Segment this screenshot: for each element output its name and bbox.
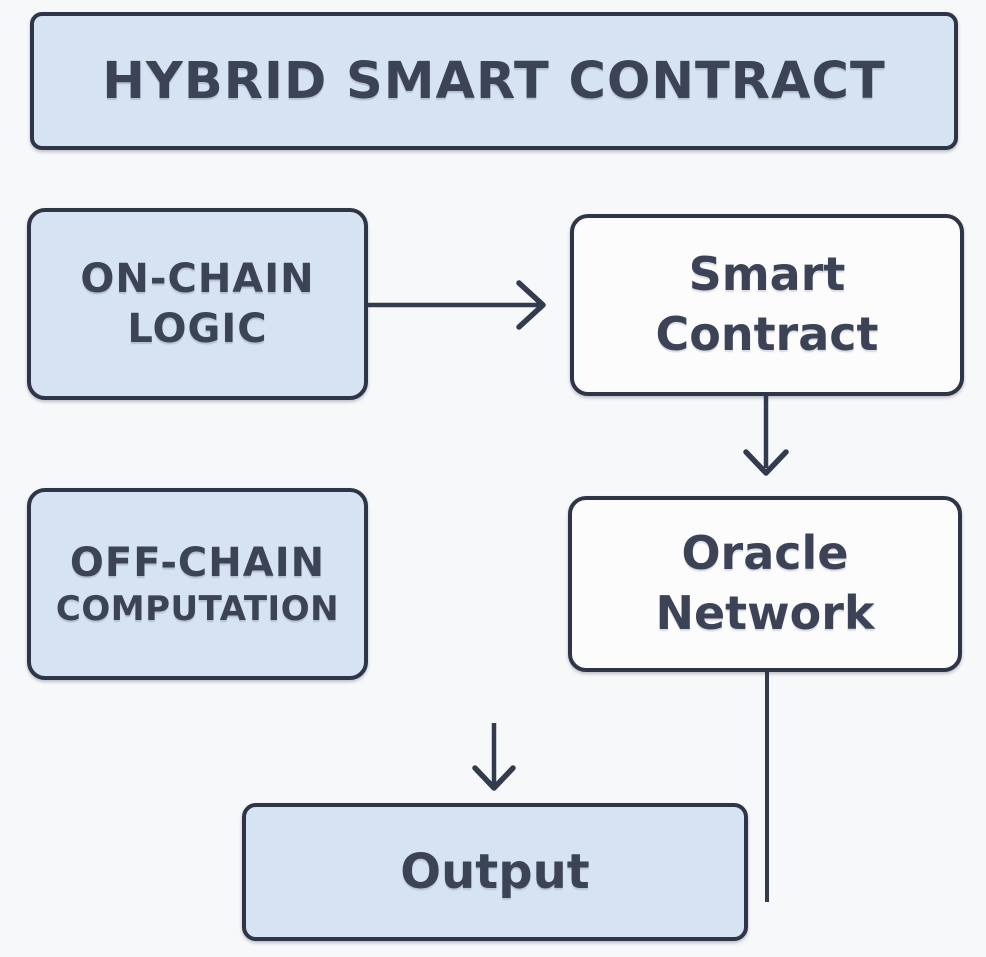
node-label: ON-CHAIN [80,256,315,302]
title-box: HYBRID SMART CONTRACT [30,12,958,150]
node-label: Output [400,843,590,900]
node-label: Oracle [681,526,849,581]
node-label: LOGIC [127,306,268,352]
node-on-chain-logic: ON-CHAIN LOGIC [27,208,368,400]
node-output: Output [242,803,748,941]
diagram-title: HYBRID SMART CONTRACT [102,51,886,111]
arrow-into-output [472,723,516,791]
arrow-onchain-to-smartcontract [368,280,546,330]
node-off-chain-computation: OFF-CHAIN COMPUTATION [27,488,368,680]
arrow-smartcontract-to-oracle [743,396,789,476]
node-label: OFF-CHAIN [69,539,326,586]
node-label: Smart [688,247,846,302]
node-label: Contract [655,307,879,361]
node-label: COMPUTATION [55,588,340,629]
node-smart-contract: Smart Contract [570,214,964,396]
node-label: Network [655,586,875,640]
node-oracle-network: Oracle Network [568,496,962,672]
